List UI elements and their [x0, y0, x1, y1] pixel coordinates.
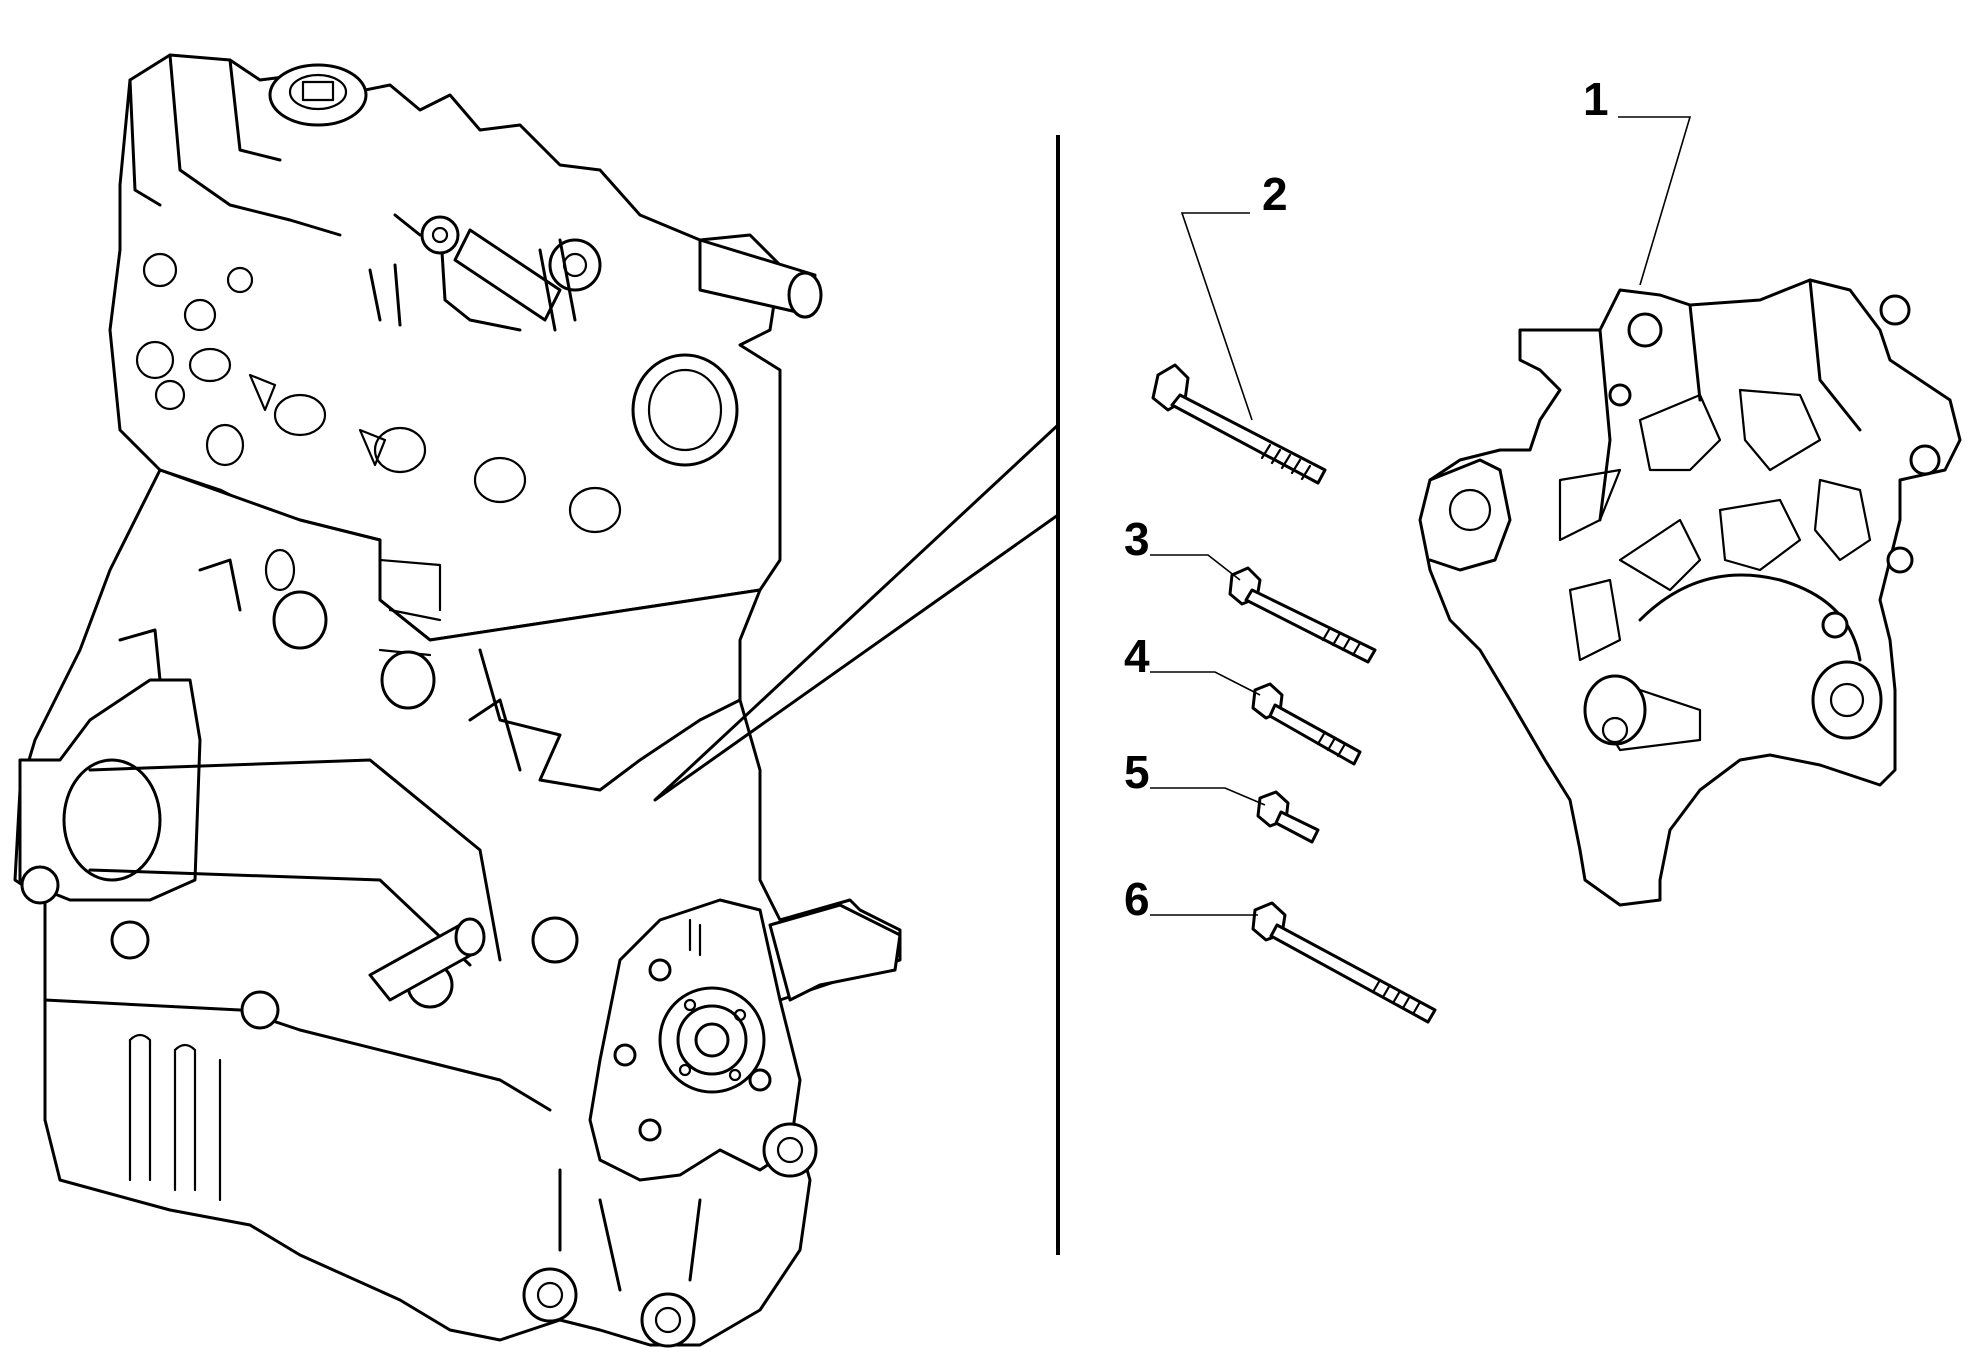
callout-4: 4 — [1124, 630, 1150, 682]
callout-1: 1 — [1583, 73, 1609, 125]
location-pointer — [653, 423, 1060, 802]
bolt-6 — [1251, 901, 1437, 1024]
callout-3: 3 — [1124, 513, 1150, 565]
engine-block-drawing — [13, 53, 902, 1348]
bolt-5 — [1256, 790, 1320, 844]
bolt-2 — [1151, 363, 1327, 485]
callout-5: 5 — [1124, 746, 1150, 798]
bracket-part — [1418, 278, 1962, 907]
bolt-3 — [1228, 566, 1377, 664]
callout-2: 2 — [1262, 168, 1288, 220]
bolt-4 — [1251, 682, 1362, 766]
callout-6: 6 — [1124, 873, 1150, 925]
leader-lines — [1150, 116, 1692, 916]
